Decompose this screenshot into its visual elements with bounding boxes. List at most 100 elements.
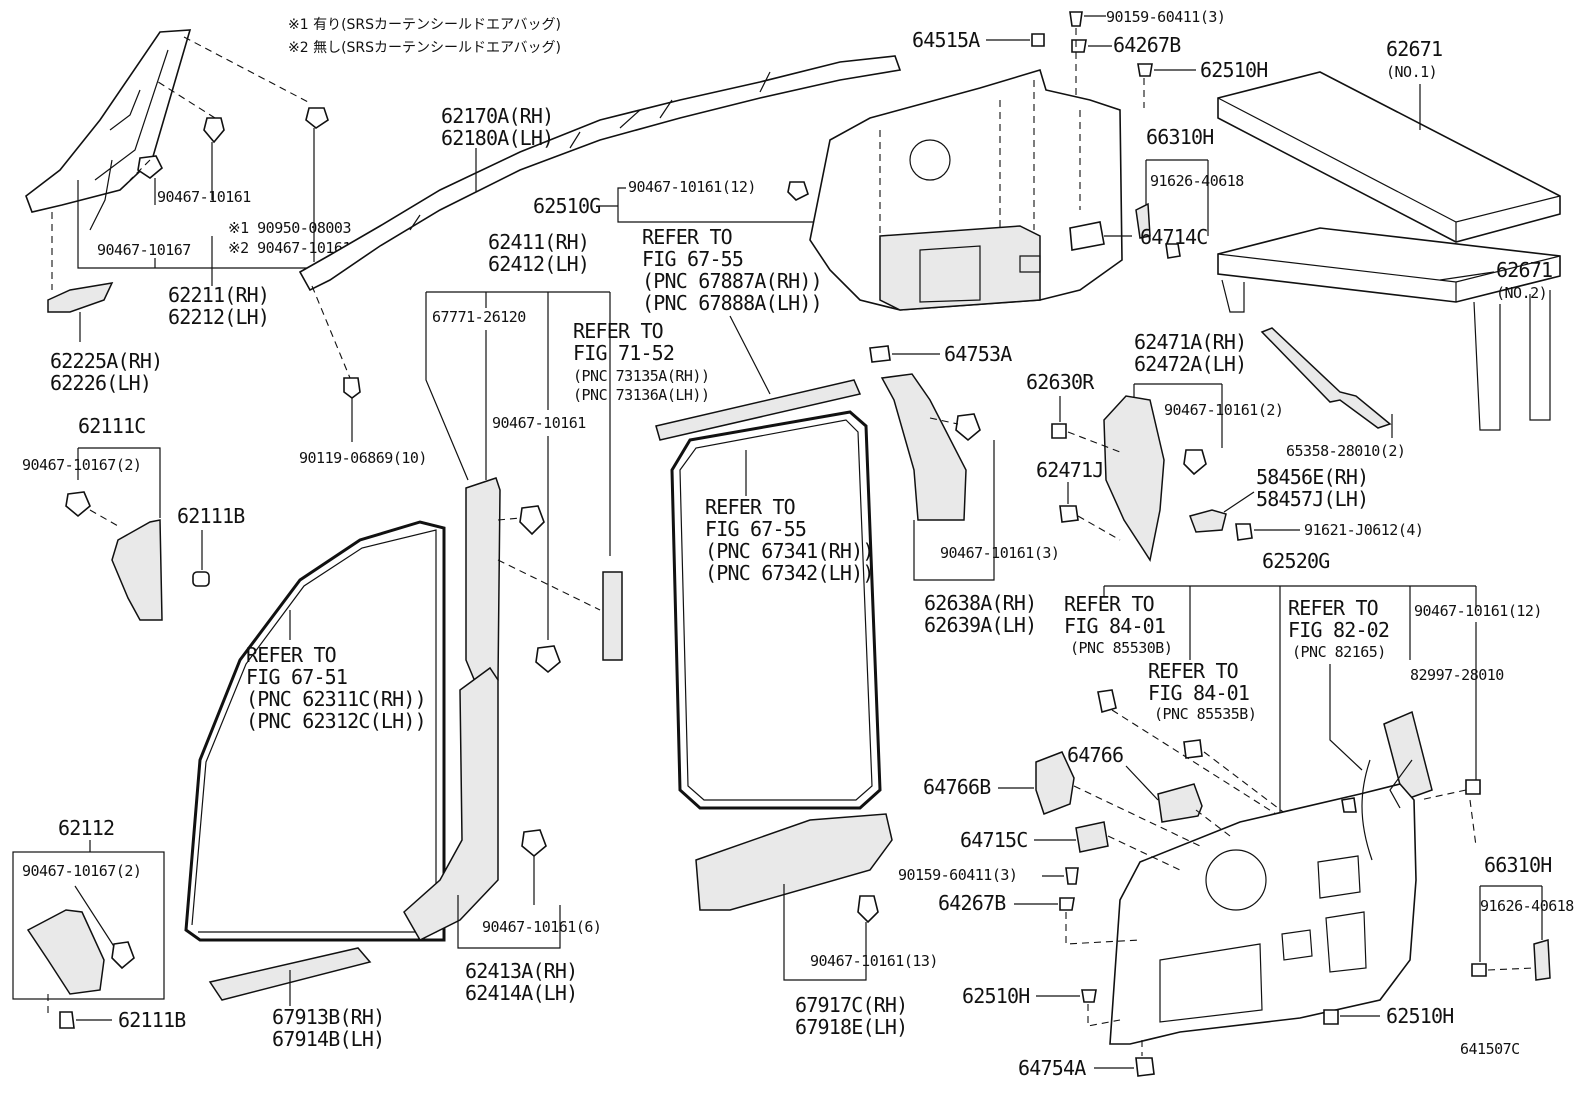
ref-6755a-line3: (PNC 67887A(RH)) xyxy=(642,269,822,293)
label-62671-no1: 62671 xyxy=(1386,37,1442,61)
quarter-trim-lower xyxy=(1109,759,1417,1045)
ref-8401b-line3: (PNC 85535B) xyxy=(1154,705,1256,723)
label-90467-10161-2: 90467-10161(2) xyxy=(1164,401,1283,419)
note-airbag-no: ※2 無し(SRSカーテンシールドエアバッグ) xyxy=(288,40,561,56)
label-90467-10161-c: 90467-10161 xyxy=(492,414,586,432)
label-62411-rh: 62411(RH) xyxy=(488,230,589,254)
label-62212-lh: 62212(LH) xyxy=(168,305,269,329)
diagram-id: 641507C xyxy=(1460,1040,1520,1058)
label-62225a-rh: 62225A(RH) xyxy=(50,349,162,373)
label-90467-10167-2b: 90467-10167(2) xyxy=(22,862,141,880)
ref-6751-line1: REFER TO xyxy=(246,643,336,667)
label-90950-08003: ※1 90950-08003 xyxy=(228,219,351,237)
front-door-weatherstrip xyxy=(184,520,446,942)
ref-6755b-line2: FIG 67-55 xyxy=(705,517,806,541)
label-62226-lh: 62226(LH) xyxy=(50,371,151,395)
ref-8202-line3: (PNC 82165) xyxy=(1292,643,1386,661)
label-64754a: 64754A xyxy=(1018,1056,1086,1080)
ref-8401a-line3: (PNC 85530B) xyxy=(1070,639,1172,657)
label-62630r: 62630R xyxy=(1026,370,1095,394)
ref-7152-line4: (PNC 73136A(LH)) xyxy=(573,386,710,404)
label-67771-26120: 67771-26120 xyxy=(432,308,526,326)
label-90467-10161-12a: 90467-10161(12) xyxy=(628,178,756,196)
label-67913b-rh: 67913B(RH) xyxy=(272,1005,384,1029)
label-90467-10161-a: 90467-10161 xyxy=(157,188,251,206)
ref-7152-line3: (PNC 73135A(RH)) xyxy=(573,367,710,385)
label-64753a: 64753A xyxy=(944,342,1012,366)
slide-door-weatherstrip xyxy=(670,410,882,810)
ref-8401b-line1: REFER TO xyxy=(1148,659,1238,683)
label-62471a-rh: 62471A(RH) xyxy=(1134,330,1246,354)
ref-6755a-line2: FIG 67-55 xyxy=(642,247,743,271)
label-90467-10161-6: 90467-10161(6) xyxy=(482,918,601,936)
label-91626-40618-b: 91626-40618 xyxy=(1480,897,1574,915)
ref-6755b-line4: (PNC 67342(LH)) xyxy=(705,561,874,585)
label-62111b-a: 62111B xyxy=(177,504,245,528)
label-90467-10161-3: 90467-10161(3) xyxy=(940,544,1059,562)
label-62170a-rh: 62170A(RH) xyxy=(441,104,553,128)
ref-8202-line2: FIG 82-02 xyxy=(1288,618,1389,642)
quarter-trim-upper xyxy=(809,69,1123,311)
label-62412-lh: 62412(LH) xyxy=(488,252,589,276)
label-62414a-lh: 62414A(LH) xyxy=(465,981,577,1005)
label-62638a-rh: 62638A(RH) xyxy=(924,591,1036,615)
label-62520g: 62520G xyxy=(1262,549,1329,573)
note-airbag-yes: ※1 有り(SRSカーテンシールドエアバッグ) xyxy=(288,17,561,33)
label-66310h-a: 66310H xyxy=(1146,125,1213,149)
label-90119-06869: 90119-06869(10) xyxy=(299,449,427,467)
label-66310h-b: 66310H xyxy=(1484,853,1551,877)
62112-kit-box xyxy=(12,851,165,1000)
ref-6751-line4: (PNC 62312C(LH)) xyxy=(246,709,426,733)
label-62510h-b: 62510H xyxy=(962,984,1029,1008)
label-58456e-rh: 58456E(RH) xyxy=(1256,465,1368,489)
label-64267b-b: 64267B xyxy=(938,891,1006,915)
label-62413a-rh: 62413A(RH) xyxy=(465,959,577,983)
label-64766: 64766 xyxy=(1067,743,1123,767)
ref-8401a-line2: FIG 84-01 xyxy=(1064,614,1165,638)
roof-side-rail-62170a xyxy=(298,55,902,292)
label-90467-10167-2a: 90467-10167(2) xyxy=(22,456,141,474)
label-67918e-lh: 67918E(LH) xyxy=(795,1015,907,1039)
label-65358-28010: 65358-28010(2) xyxy=(1286,442,1405,460)
ref-6755a-line4: (PNC 67888A(LH)) xyxy=(642,291,822,315)
label-62671-no2-note: (NO.2) xyxy=(1496,284,1547,302)
label-90467-10167-a: 90467-10167 xyxy=(97,241,191,259)
a-pillar-garnish-62211 xyxy=(25,29,192,313)
deck-board-no2 xyxy=(1217,227,1561,431)
label-90467-10161-b: ※2 90467-10161 xyxy=(228,239,351,257)
label-67917c-rh: 67917C(RH) xyxy=(795,993,907,1017)
label-62180a-lh: 62180A(LH) xyxy=(441,126,553,150)
label-90159-60411-b: 90159-60411(3) xyxy=(898,866,1017,884)
ref-6755b-line3: (PNC 67341(RH)) xyxy=(705,539,874,563)
label-64714c: 64714C xyxy=(1140,225,1207,249)
label-62671-no1-note: (NO.1) xyxy=(1386,63,1437,81)
ref-8401a-line1: REFER TO xyxy=(1064,592,1154,616)
label-62111b-b: 62111B xyxy=(118,1008,186,1032)
label-62471j: 62471J xyxy=(1036,458,1103,482)
label-62111c: 62111C xyxy=(78,414,145,438)
ref-8401b-line2: FIG 84-01 xyxy=(1148,681,1249,705)
label-82997-28010: 82997-28010 xyxy=(1410,666,1504,684)
label-91626-40618-a: 91626-40618 xyxy=(1150,172,1244,190)
ref-8202-line1: REFER TO xyxy=(1288,596,1378,620)
label-64715c: 64715C xyxy=(960,828,1027,852)
label-62510g: 62510G xyxy=(533,194,600,218)
label-90467-10161-12b: 90467-10161(12) xyxy=(1414,602,1542,620)
label-58457j-lh: 58457J(LH) xyxy=(1256,487,1368,511)
label-90467-10161-13: 90467-10161(13) xyxy=(810,952,938,970)
label-62510h-a: 62510H xyxy=(1200,58,1267,82)
ref-7152-line2: FIG 71-52 xyxy=(573,341,674,365)
label-62112: 62112 xyxy=(58,816,114,840)
label-64267b-a: 64267B xyxy=(1113,33,1181,57)
label-62639a-lh: 62639A(LH) xyxy=(924,613,1036,637)
label-90159-60411-a: 90159-60411(3) xyxy=(1106,8,1225,26)
label-62510h-c: 62510H xyxy=(1386,1004,1453,1028)
label-62472a-lh: 62472A(LH) xyxy=(1134,352,1246,376)
label-67914b-lh: 67914B(LH) xyxy=(272,1027,384,1051)
ref-6755b-line1: REFER TO xyxy=(705,495,795,519)
label-64515a: 64515A xyxy=(912,28,980,52)
ref-6755a-line1: REFER TO xyxy=(642,225,732,249)
label-62671-no2: 62671 xyxy=(1496,258,1552,282)
